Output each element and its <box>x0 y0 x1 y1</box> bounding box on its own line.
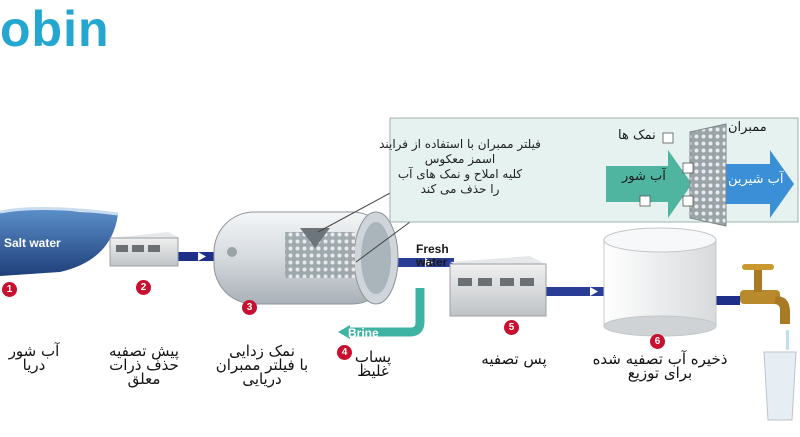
faucet-icon <box>740 264 790 350</box>
step-1-caption: آب شور دریا <box>8 342 60 374</box>
pretreatment-unit <box>109 232 180 267</box>
salt-crystal-icons <box>639 132 694 207</box>
brine-pipe <box>350 288 425 337</box>
inset-salts-label: نمک ها <box>618 128 656 143</box>
inset-fresh-arrow <box>716 150 794 218</box>
pipe-5 <box>704 296 740 305</box>
step-6-caption: ذخیره آب تصفیه شده برای توزیع <box>592 350 728 382</box>
pipe-4 <box>545 287 607 296</box>
step-3-caption: نمک زدایی با فیلتر ممبران دریایی <box>215 342 309 388</box>
inset-salt-water-label: آب شور <box>622 169 666 184</box>
step-number-1: 1 <box>2 282 17 297</box>
step-number-4: 4 <box>337 345 352 360</box>
inset-salt-arrow <box>606 150 692 218</box>
step-5-caption: پس تصفیه <box>481 350 547 368</box>
step-2-caption: پیش تصفیه حذف ذرات معلق <box>109 342 179 388</box>
salt-water-label: Salt water <box>4 236 61 250</box>
step-number-6: 6 <box>650 334 665 349</box>
inset-fresh-water-label: آب شیرین <box>728 172 784 187</box>
step-number-5: 5 <box>504 320 519 335</box>
step-4-caption: پساب غلیظ <box>354 348 392 380</box>
callout-description: فیلتر ممبران با استفاده از فرایند اسمز م… <box>379 137 541 196</box>
post-treatment-unit <box>449 256 547 317</box>
inset-membrane-label: ممبران <box>728 120 767 135</box>
membrane-vessel <box>213 211 399 305</box>
sea-water <box>0 209 118 276</box>
fresh-water-label: Fresh water <box>416 242 449 269</box>
obin-logo: obin <box>0 1 110 57</box>
storage-tank <box>603 227 717 337</box>
step-number-2: 2 <box>136 280 151 295</box>
step-number-3: 3 <box>242 300 257 315</box>
inset-membrane <box>689 123 727 227</box>
glass-icon <box>763 351 797 421</box>
brine-label: Brine <box>348 326 379 340</box>
